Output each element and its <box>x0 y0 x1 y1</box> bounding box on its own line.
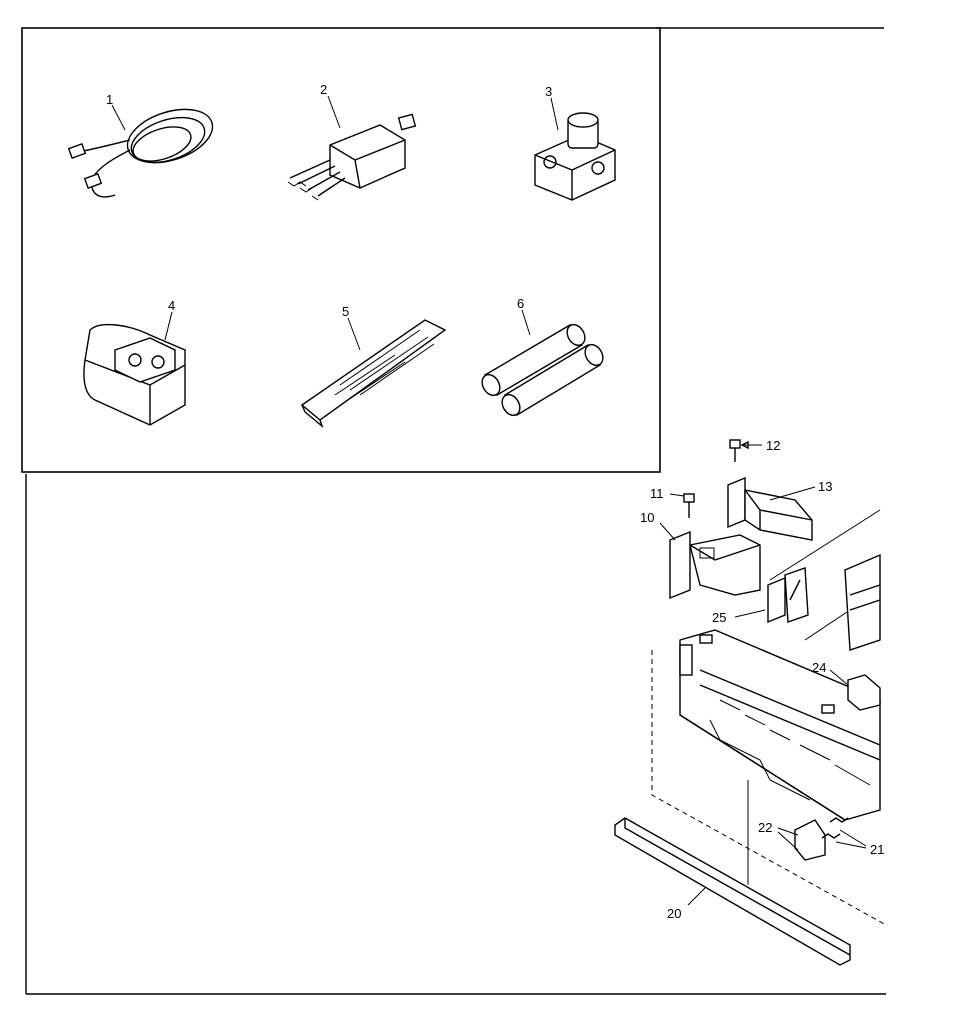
callout-12: 12 <box>766 438 780 453</box>
callout-11: 11 <box>650 486 664 501</box>
callout-25: 25 <box>712 610 726 625</box>
vcr-front-panel-icon <box>679 553 881 821</box>
callout-6: 6 <box>517 296 524 311</box>
trim-bar-20-icon <box>614 817 851 966</box>
callout-20: 20 <box>667 906 681 921</box>
page-frame <box>25 27 886 995</box>
bracket-13-icon <box>727 476 816 541</box>
callout-10: 10 <box>640 510 654 525</box>
spring-21-icon <box>821 817 867 849</box>
batteries-icon <box>481 309 604 417</box>
remote-control-icon <box>300 317 447 429</box>
coaxial-cable-icon <box>67 104 214 198</box>
screw-11-icon <box>669 493 695 518</box>
callout-24: 24 <box>812 660 826 675</box>
antenna-switch-icon <box>534 97 616 201</box>
callout-21: 21 <box>870 842 884 857</box>
callout-3: 3 <box>545 84 552 99</box>
bracket-24-icon <box>829 669 881 711</box>
callout-4: 4 <box>168 298 175 313</box>
callout-1: 1 <box>106 92 113 107</box>
callout-13: 13 <box>818 479 832 494</box>
screw-12-icon <box>729 439 762 462</box>
button-22-icon <box>777 819 826 861</box>
front-panel-outline <box>651 650 887 926</box>
callout-22: 22 <box>758 820 772 835</box>
callout-5: 5 <box>342 304 349 319</box>
clip-25-icon <box>734 567 809 624</box>
callout-2: 2 <box>320 82 327 97</box>
accessories-box <box>21 27 661 473</box>
rf-adapter-icon <box>287 95 417 201</box>
matching-transformer-icon <box>83 311 186 426</box>
bracket-10-icon <box>659 522 761 600</box>
